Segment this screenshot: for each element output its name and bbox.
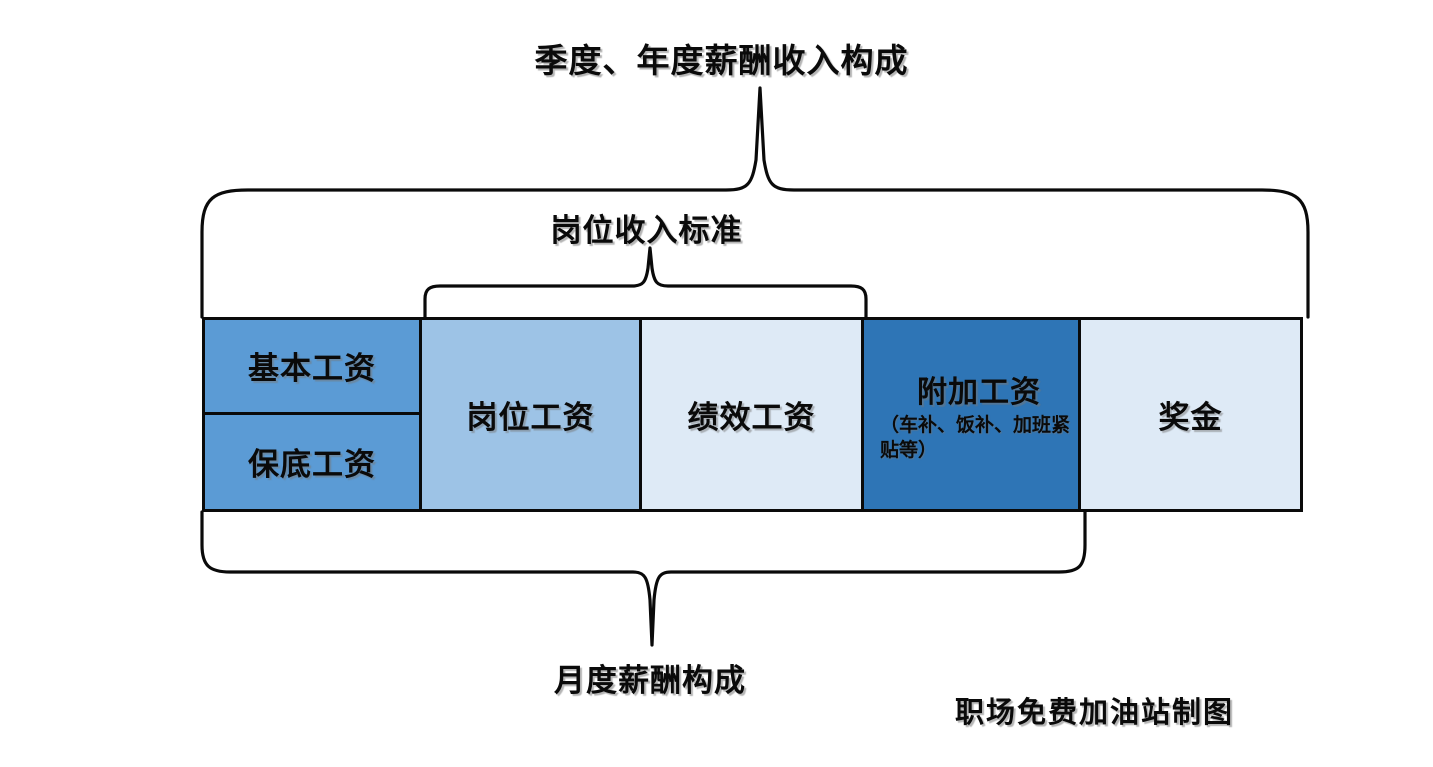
table-cell-guaranteed-salary[interactable]: 保底工资 — [205, 415, 419, 510]
bonus-label: 奖金 — [1158, 400, 1223, 435]
middle-bracket-label: 岗位收入标准 — [550, 213, 743, 248]
base-salary-label: 基本工资 — [248, 351, 376, 387]
bonus-column[interactable]: 奖金 — [1078, 317, 1303, 512]
credit-watermark: 职场免费加油站制图 — [955, 697, 1235, 729]
additional-salary-label: 附加工资 — [917, 375, 1041, 409]
table-cell-base-salary[interactable]: 基本工资 — [205, 320, 419, 415]
base-salary-column[interactable]: 基本工资 保底工资 — [202, 317, 422, 512]
outer-top-bracket — [200, 86, 1310, 319]
salary-structure-table: 基本工资 保底工资 岗位工资 绩效工资 附加工资 （车补、饭补、加班紧贴等） 奖… — [202, 317, 1308, 512]
post-salary-label: 岗位工资 — [466, 400, 595, 435]
additional-salary-stack: 附加工资 （车补、饭补、加班紧贴等） — [864, 367, 1078, 463]
top-title: 季度、年度薪酬收入构成 — [0, 34, 1433, 82]
bottom-bracket — [200, 510, 1087, 647]
inner-top-bracket — [423, 246, 868, 319]
guaranteed-salary-label: 保底工资 — [248, 447, 376, 483]
additional-salary-sublabel: （车补、饭补、加班紧贴等） — [880, 414, 1071, 461]
performance-salary-label: 绩效工资 — [687, 400, 816, 435]
post-salary-column[interactable]: 岗位工资 — [419, 317, 642, 512]
bottom-bracket-label: 月度薪酬构成 — [554, 663, 746, 698]
additional-salary-column[interactable]: 附加工资 （车补、饭补、加班紧贴等） — [861, 317, 1081, 512]
performance-salary-column[interactable]: 绩效工资 — [639, 317, 864, 512]
top-title-text: 季度、年度薪酬收入构成 — [534, 42, 909, 79]
